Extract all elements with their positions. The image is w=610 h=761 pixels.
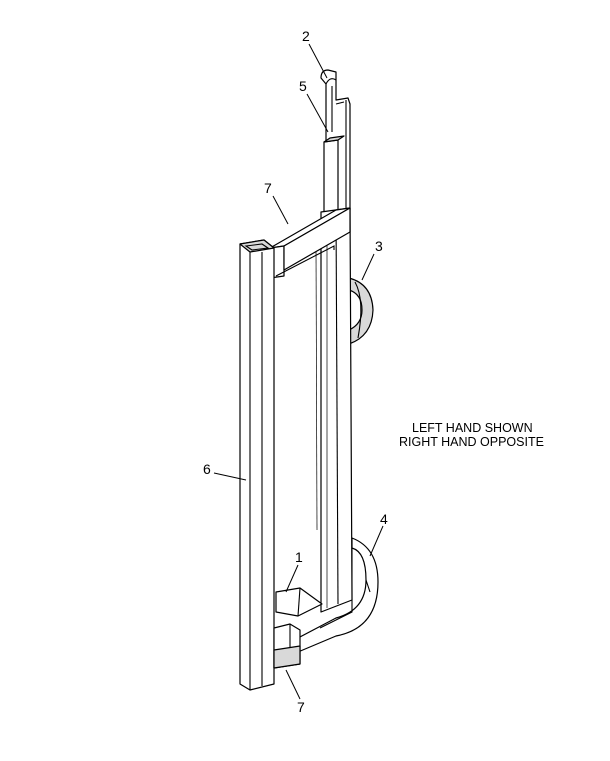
front-vertical-tube: [239, 239, 275, 691]
callout-6: 6: [203, 461, 211, 477]
leader-lines: [213, 43, 384, 700]
callout-4: 4: [380, 511, 388, 527]
callout-7-bottom: 7: [297, 699, 305, 715]
callout-1: 1: [295, 549, 303, 565]
callout-7-top: 7: [264, 180, 272, 196]
callout-3: 3: [375, 238, 383, 254]
callout-5: 5: [299, 78, 307, 94]
note-line-2: RIGHT HAND OPPOSITE: [399, 435, 544, 449]
callout-2: 2: [302, 28, 310, 44]
bottom-crossbar: [273, 623, 301, 669]
rear-vertical-tube: [315, 207, 353, 613]
top-crossbar: [269, 207, 351, 279]
note-line-1: LEFT HAND SHOWN: [412, 421, 533, 435]
floor-plate: [275, 587, 323, 617]
top-slide-assembly: [320, 69, 351, 215]
upper-curved-bracket: [348, 277, 374, 345]
